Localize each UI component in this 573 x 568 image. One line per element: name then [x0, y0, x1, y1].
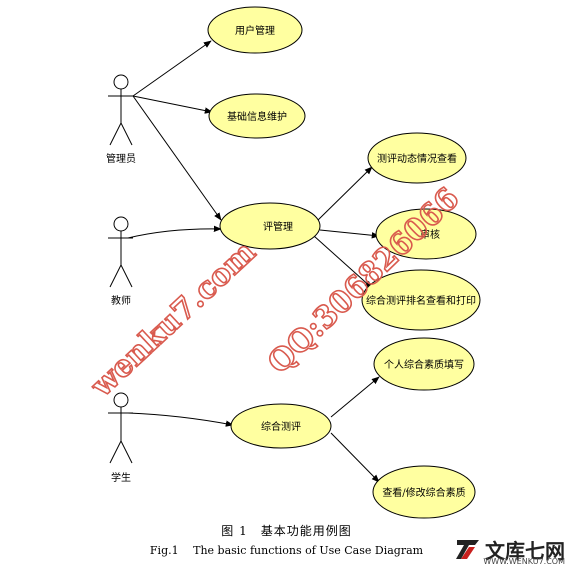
figure-caption-en: Fig.1 The basic functions of Use Case Di… [149, 544, 424, 557]
usecase-view-modify-label: 查看/修改综合素质 [382, 486, 465, 499]
assoc-admin-user-mgmt [132, 40, 212, 97]
figure-caption-cn: 图 1 基本功能用例图 [221, 524, 352, 538]
actor-student-label: 学生 [111, 471, 131, 484]
usecase-ranking [361, 269, 481, 331]
logo-name: 文库七网 [485, 538, 565, 563]
assoc-comprehensive-fill [330, 376, 380, 418]
usecase-audit-label: 审核 [420, 228, 440, 241]
site-logo: 文库七网 WWW.WENKU7.COM [455, 536, 565, 566]
usecase-comprehensive [230, 403, 332, 449]
usecase-basic-info-label: 基础信息维护 [227, 110, 287, 123]
actor-head [113, 216, 129, 232]
usecase-user-mgmt [207, 6, 303, 54]
logo-url: WWW.WENKU7.COM [483, 557, 565, 566]
usecase-dynamic [367, 132, 467, 184]
usecase-fill-label: 个人综合素质填写 [384, 358, 464, 371]
actor-student [108, 392, 133, 464]
usecase-comprehensive-label: 综合测评 [261, 420, 301, 433]
usecase-fill [373, 337, 475, 391]
watermark-left: wenku7.com [84, 234, 263, 404]
usecase-user-mgmt-label: 用户管理 [235, 24, 275, 37]
usecase-basic-info [208, 93, 306, 139]
usecase-dynamic-label: 测评动态情况查看 [377, 152, 457, 165]
actor-teacher [108, 216, 133, 288]
associations [127, 40, 380, 483]
assoc-admin-eval-mgmt [132, 95, 222, 221]
usecase-view-modify [372, 465, 476, 519]
assoc-teacher-eval-mgmt [127, 225, 222, 239]
assoc-comprehensive-view [330, 432, 380, 483]
use-cases [207, 6, 481, 519]
actor-teacher-label: 教师 [111, 294, 131, 307]
actor-head [113, 74, 129, 90]
use-case-labels: 用户管理 基础信息维护 评管理 测评动态情况查看 审核 综合测评排名查看和打印 … [227, 24, 476, 499]
usecase-eval-mgmt [219, 202, 321, 250]
assoc-eval-dynamic [315, 166, 373, 223]
logo-mark-icon [456, 540, 479, 559]
usecase-ranking-label: 综合测评排名查看和打印 [366, 294, 476, 307]
actor-admin-label: 管理员 [106, 152, 136, 165]
usecase-audit [375, 208, 477, 260]
assoc-eval-audit [319, 229, 380, 239]
assoc-admin-basic-info [132, 95, 213, 114]
assoc-student-comprehensive [127, 412, 234, 427]
assoc-eval-ranking [313, 235, 373, 289]
usecase-eval-mgmt-label: 评管理 [263, 220, 293, 233]
actor-admin [108, 74, 133, 146]
